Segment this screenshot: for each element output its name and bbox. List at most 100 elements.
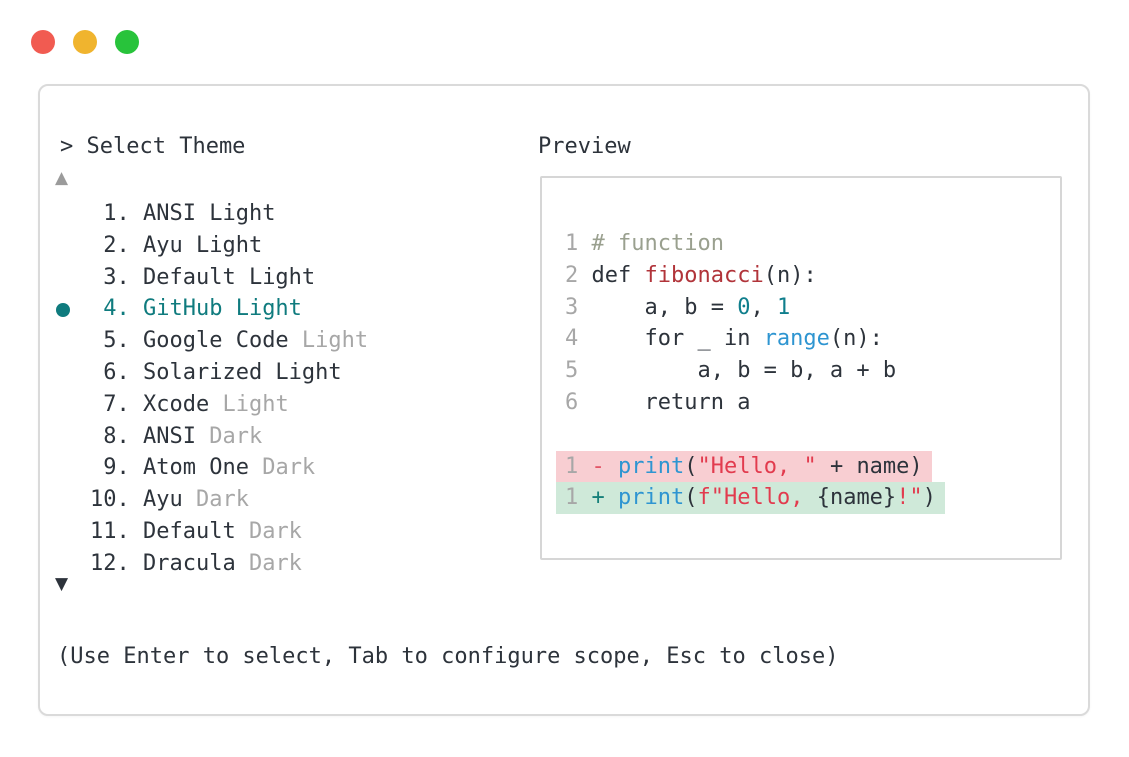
code-token: def: [578, 262, 645, 288]
code-token: !": [896, 485, 923, 511]
theme-option[interactable]: 12. Dracula Dark: [90, 548, 368, 580]
preview-title: Preview: [538, 134, 631, 159]
code-token: print: [618, 485, 685, 511]
code-token: +: [591, 485, 605, 511]
theme-option-label: ANSI Light: [142, 201, 276, 226]
code-token: (n):: [829, 326, 883, 352]
theme-option-number: 6.: [90, 359, 143, 385]
theme-option-label: Default: [142, 518, 236, 544]
code-token: (n):: [763, 262, 817, 288]
theme-option-variant-label: Light: [288, 328, 369, 354]
theme-option-label: Solarized Light: [142, 359, 342, 385]
code-token: [578, 231, 591, 256]
code-token: {name}: [816, 485, 897, 511]
code-line: [565, 419, 945, 451]
theme-option-number: 11.: [90, 518, 143, 544]
code-line: 4 for _ in range(n):: [565, 323, 945, 355]
code-token: [565, 422, 578, 447]
theme-option[interactable]: 11. Default Dark: [90, 516, 368, 548]
theme-option-number: 9.: [90, 455, 143, 481]
theme-list: 1. ANSI Light 2. Ayu Light 3. Default Li…: [56, 198, 368, 580]
theme-option[interactable]: 9. Atom One Dark: [90, 452, 368, 484]
theme-option-number: 12.: [90, 550, 143, 576]
theme-option[interactable]: 5. Google Code Light: [90, 325, 368, 357]
selected-bullet-icon: [56, 302, 70, 317]
keyboard-hint: (Use Enter to select, Tab to configure s…: [57, 644, 839, 669]
code-token: for _ in: [578, 326, 764, 352]
code-line: 1 # function: [565, 228, 945, 260]
diff-line-removed: 1 - print("Hello, " + name): [556, 450, 945, 483]
theme-option[interactable]: 6. Solarized Light: [90, 357, 368, 389]
code-line: 3 a, b = 0, 1: [565, 292, 945, 324]
theme-option[interactable]: 7. Xcode Light: [90, 389, 368, 421]
theme-option[interactable]: 3. Default Light: [90, 262, 368, 294]
code-token: fibonacci: [644, 262, 764, 288]
code-token: [578, 485, 591, 510]
code-token: range: [763, 326, 830, 352]
theme-option-number: 2.: [90, 232, 143, 258]
diff-band: 1 - print("Hello, " + name): [556, 450, 932, 483]
code-token: 2: [565, 262, 579, 288]
code-token: f"Hello,: [697, 485, 817, 511]
theme-option-number: 5.: [90, 328, 143, 354]
code-token: a, b =: [578, 294, 738, 320]
theme-option[interactable]: 8. ANSI Dark: [90, 421, 368, 453]
code-token: 3: [565, 294, 579, 320]
code-token: ,: [750, 294, 777, 320]
theme-option-label: GitHub Light: [142, 296, 302, 322]
code-token: [578, 454, 591, 479]
code-line: 5 a, b = b, a + b: [565, 355, 945, 387]
code-token: + name): [816, 453, 923, 479]
theme-option-number: 7.: [90, 391, 143, 417]
theme-option-variant-label: Dark: [235, 518, 302, 544]
code-token: [605, 454, 618, 479]
code-token: 6: [565, 389, 579, 415]
theme-option-label: Google Code: [142, 328, 289, 354]
theme-option-number: 1.: [90, 201, 143, 226]
code-token: -: [591, 453, 605, 479]
code-token: 1: [565, 231, 579, 256]
code-line: 6 return a: [565, 387, 945, 419]
theme-option-number: 4.: [90, 296, 143, 322]
theme-option-label: Default Light: [142, 264, 316, 290]
theme-option-variant-label: Dark: [248, 455, 316, 481]
close-window-icon[interactable]: [31, 30, 55, 54]
theme-option-label: ANSI: [142, 423, 196, 449]
select-theme-prompt: > Select Theme: [60, 134, 246, 159]
theme-option-variant-label: Dark: [235, 550, 302, 576]
theme-option-label: Dracula: [142, 550, 236, 576]
diff-band: 1 + print(f"Hello, {name}!"): [556, 482, 945, 515]
theme-option-label: Xcode: [142, 391, 210, 417]
diff-line-added: 1 + print(f"Hello, {name}!"): [556, 482, 945, 515]
theme-option[interactable]: 1. ANSI Light: [90, 198, 368, 230]
minimize-window-icon[interactable]: [73, 30, 97, 54]
code-token: (: [684, 453, 698, 479]
code-token: return a: [578, 389, 751, 415]
theme-option-selected[interactable]: 4. GitHub Light: [56, 293, 368, 325]
theme-option-number: 3.: [90, 264, 143, 290]
theme-option-variant-label: Dark: [182, 487, 249, 513]
code-token: 1: [776, 294, 791, 320]
code-token: 0: [737, 294, 751, 320]
code-token: a, b = b, a + b: [578, 358, 897, 384]
code-token: # function: [591, 231, 724, 256]
code-token: 1: [565, 453, 579, 479]
theme-option-number: 10.: [90, 487, 143, 513]
theme-option[interactable]: 2. Ayu Light: [90, 230, 368, 262]
code-line: 2 def fibonacci(n):: [565, 260, 945, 292]
theme-option-variant-label: Dark: [195, 423, 263, 449]
theme-option[interactable]: 10. Ayu Dark: [90, 484, 368, 516]
code-token: print: [618, 453, 685, 479]
theme-option-label: Ayu Light: [142, 232, 263, 258]
theme-option-label: Ayu: [142, 487, 183, 513]
zoom-window-icon[interactable]: [115, 30, 139, 54]
scroll-down-icon[interactable]: ▼: [55, 574, 69, 594]
theme-option-number: 8.: [90, 423, 143, 449]
scroll-up-icon[interactable]: ▲: [55, 168, 69, 188]
code-token: "Hello, ": [697, 453, 817, 479]
theme-option-label: Atom One: [142, 455, 249, 481]
code-token: 1: [565, 485, 579, 511]
code-token: [605, 485, 618, 510]
